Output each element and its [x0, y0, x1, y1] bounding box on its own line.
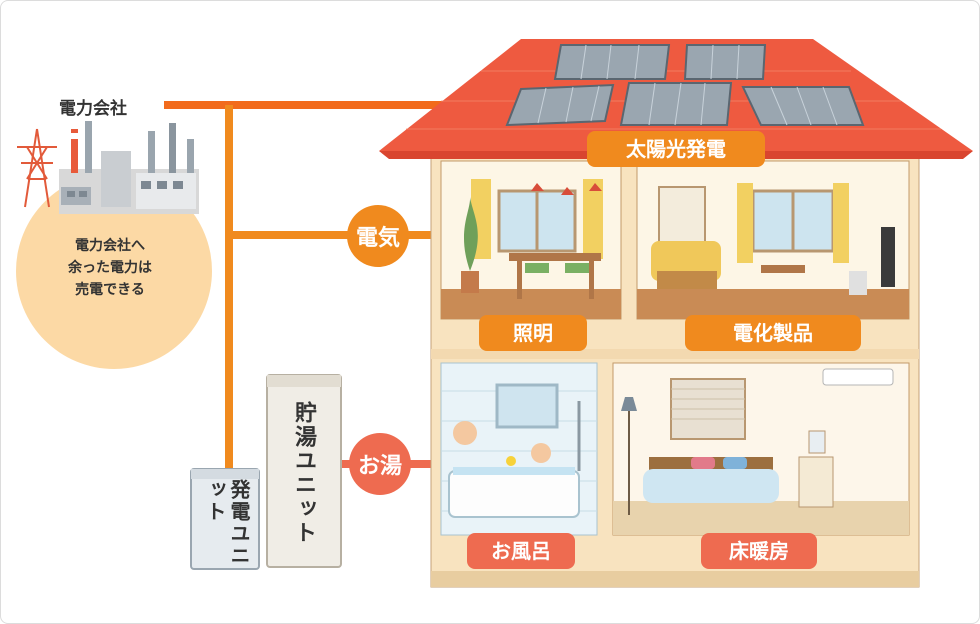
bedroom [613, 363, 909, 535]
bathroom [441, 363, 597, 535]
sell-back-line-2: 余った電力は [35, 257, 185, 279]
storage-unit-label: 貯湯ユニット [287, 401, 319, 561]
floor-heating-label: 床暖房 [701, 533, 817, 569]
solar-power-label: 太陽光発電 [587, 131, 765, 167]
appliances-label: 電化製品 [685, 315, 861, 351]
sell-back-line-3: 売電できる [35, 279, 185, 301]
bath-label: お風呂 [467, 533, 575, 569]
sell-back-line-1: 電力会社へ [35, 235, 185, 257]
sell-back-note: 電力会社へ 余った電力は 売電できる [35, 235, 185, 301]
electricity-badge: 電気 [347, 205, 409, 267]
dining-room [441, 161, 621, 319]
generator-unit-label: 発電ユニット [199, 479, 251, 567]
hot-water-badge: お湯 [349, 433, 411, 495]
living-room [637, 161, 909, 319]
lighting-label: 照明 [479, 315, 587, 351]
power-company-name: 電力会社 [59, 94, 127, 119]
